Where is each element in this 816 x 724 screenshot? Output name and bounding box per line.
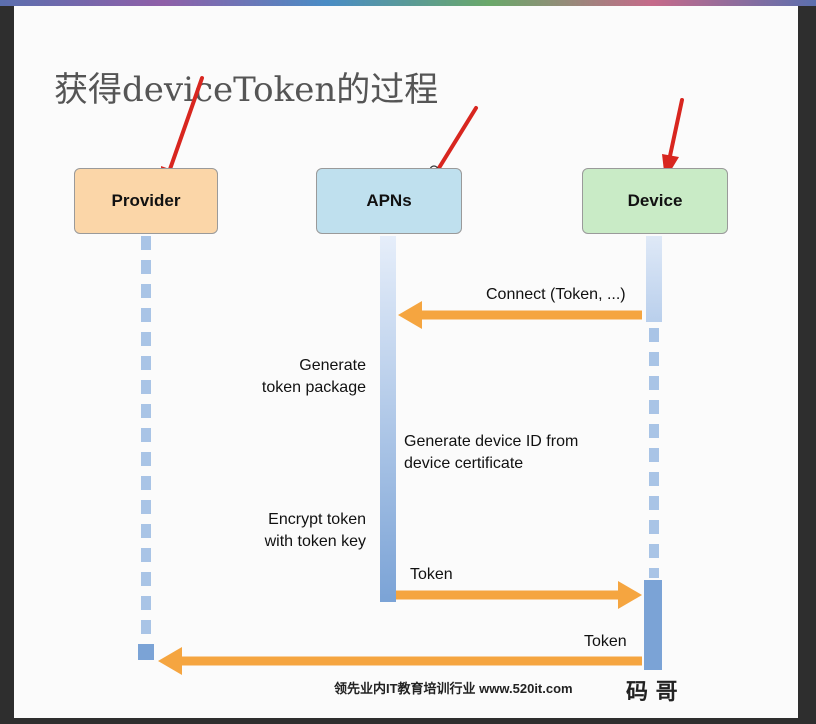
token-message-label-2: Token <box>584 633 627 650</box>
provider-box: Provider <box>74 168 218 234</box>
note-generate-package: Generate token package <box>261 357 366 396</box>
token-message-label-1: Token <box>410 566 453 583</box>
sequence-diagram <box>138 76 684 675</box>
device-activation-top <box>646 236 662 322</box>
token-arrow-to-provider <box>158 647 642 675</box>
device-activation-bottom <box>644 580 662 670</box>
apns-activation <box>380 236 396 602</box>
token-arrow-to-device <box>396 581 642 609</box>
footer-text: 领先业内IT教育培训行业 www.520it.com <box>334 681 573 696</box>
footer-logo: 码 哥 <box>626 679 678 705</box>
slide-title: 获得deviceToken的过程 <box>54 70 439 110</box>
apns-label: APNs <box>366 191 412 210</box>
connect-arrow <box>398 301 642 329</box>
provider-label: Provider <box>111 191 181 210</box>
device-label: Device <box>627 191 683 210</box>
note-encrypt-token: Encrypt token with token key <box>264 511 366 550</box>
connect-message-label: Connect (Token, ...) <box>486 286 626 303</box>
provider-activation <box>138 644 154 660</box>
note-generate-device-id: Generate device ID from device certifica… <box>404 433 579 472</box>
device-box: Device <box>582 168 728 234</box>
slide: 获得deviceToken的过程 <box>14 6 798 718</box>
apns-box: APNs <box>316 168 462 234</box>
window-top-bar <box>0 0 816 6</box>
